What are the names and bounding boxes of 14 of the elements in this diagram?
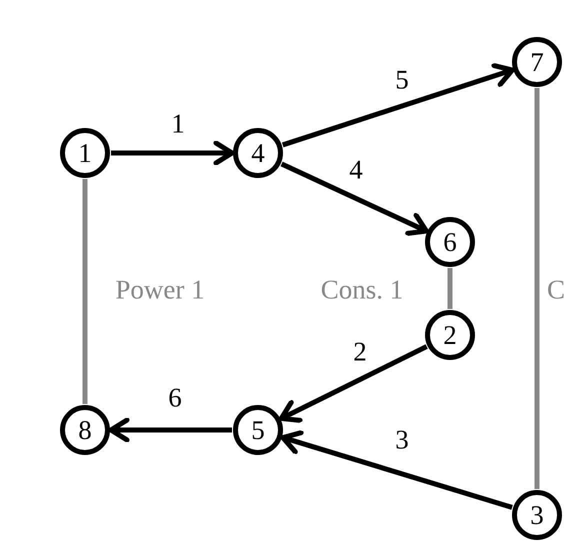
connector-line xyxy=(82,179,88,404)
connector-line xyxy=(448,268,452,309)
arrow xyxy=(111,140,234,166)
edge-label: 2 xyxy=(353,338,367,366)
edge-label: 4 xyxy=(349,156,363,184)
connector-line xyxy=(534,88,540,489)
edge-label: 6 xyxy=(168,384,182,412)
edge-label: 5 xyxy=(395,66,409,94)
edge-label: 1 xyxy=(171,110,185,138)
edge-label: Power 1 xyxy=(115,276,205,304)
edge-label: 3 xyxy=(395,426,409,454)
arrow xyxy=(108,418,232,442)
edge-label: C xyxy=(547,276,564,304)
edge-label: Cons. 1 xyxy=(320,276,404,304)
